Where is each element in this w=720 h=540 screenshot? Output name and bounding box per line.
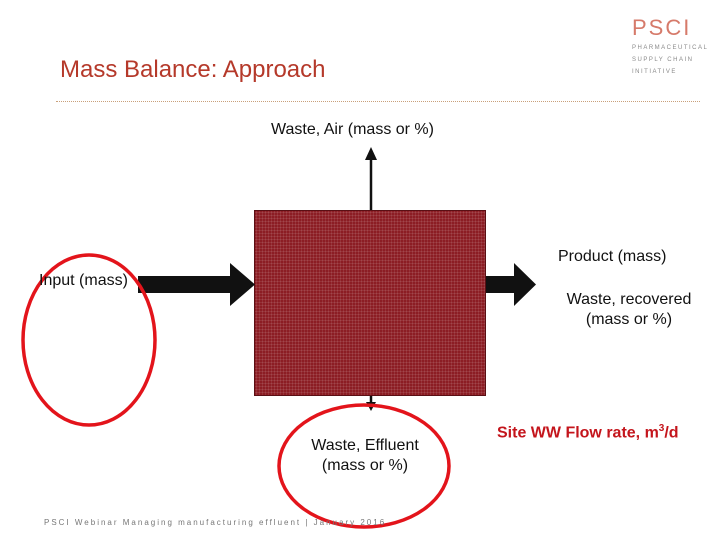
input-highlight-ellipse <box>21 253 157 427</box>
site-ww-prefix: Site WW Flow rate, m <box>497 424 659 442</box>
waste-recovered-line-1: Waste, recovered <box>566 291 692 308</box>
process-box <box>254 210 486 396</box>
waste-recovered-label: Waste, recovered (mass or %) <box>556 291 702 329</box>
effluent-highlight-ellipse <box>277 403 451 529</box>
slide-footer: PSCI Webinar Managing manufacturing effl… <box>44 518 387 527</box>
logo-tagline-line-3: INITIATIVE <box>632 69 677 75</box>
waste-air-label: Waste, Air (mass or %) <box>271 121 434 138</box>
title-divider <box>56 101 700 102</box>
slide-title: Mass Balance: Approach <box>60 56 326 83</box>
site-ww-flow-rate-label: Site WW Flow rate, m3/d <box>497 423 679 442</box>
input-label: Input (mass) <box>39 272 128 289</box>
logo-tagline-line-1: PHARMACEUTICAL <box>632 45 709 51</box>
product-label: Product (mass) <box>558 248 667 265</box>
site-ww-suffix: /d <box>664 424 679 442</box>
waste-effluent-label: Waste, Effluent (mass or %) <box>290 437 440 475</box>
logo-wordmark: PSCI <box>632 15 692 40</box>
waste-effluent-line-2: (mass or %) <box>321 457 409 474</box>
site-ww-superscript: 3 <box>658 423 665 434</box>
waste-air-arrow <box>365 147 377 210</box>
logo-tagline-line-2: SUPPLY CHAIN <box>632 57 694 63</box>
input-arrow <box>138 263 255 306</box>
psci-logo: PSCI PHARMACEUTICAL SUPPLY CHAIN INITIAT… <box>632 14 712 78</box>
waste-recovered-line-2: (mass or %) <box>585 311 673 328</box>
output-arrow <box>486 263 536 306</box>
waste-effluent-line-1: Waste, Effluent <box>311 437 419 454</box>
